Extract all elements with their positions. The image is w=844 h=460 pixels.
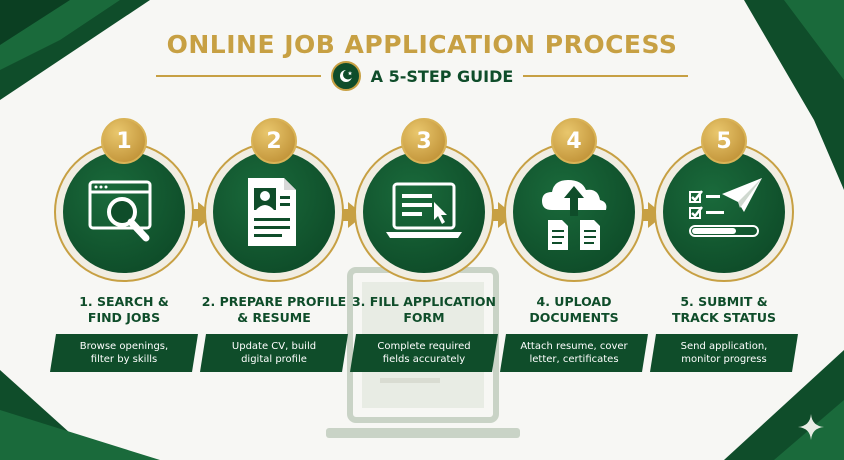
step-number-badge: 3 <box>401 118 447 164</box>
arrow-right-icon <box>334 202 364 228</box>
checklist-send-icon <box>663 151 785 273</box>
step-icon-ring <box>654 142 794 282</box>
step-number-badge: 4 <box>551 118 597 164</box>
resume-document-icon <box>213 151 335 273</box>
step-icon-ring <box>204 142 344 282</box>
step-description: Browse openings,filter by skills <box>50 334 198 372</box>
step-number-badge: 2 <box>251 118 297 164</box>
step-icon-ring <box>354 142 494 282</box>
browser-magnifier-icon <box>63 151 185 273</box>
page-subtitle: A 5-STEP GUIDE <box>370 66 514 86</box>
step-number-badge: 5 <box>701 118 747 164</box>
corner-decoration-top-right <box>744 0 844 190</box>
step-icon-ring <box>54 142 194 282</box>
corner-decoration-bottom-left <box>0 370 160 460</box>
step-2: 2 2. PREPARE PROFILE& RESUME Update CV, … <box>200 118 348 378</box>
arrow-right-icon <box>484 202 514 228</box>
sparkle-icon <box>798 414 824 440</box>
step-1: 1 1. SEARCH &FIND JOBS Browse openings,f… <box>50 118 198 378</box>
step-title: 5. SUBMIT &TRACK STATUS <box>672 294 776 325</box>
step-number-badge: 1 <box>101 118 147 164</box>
step-title: 2. PREPARE PROFILE& RESUME <box>201 294 347 325</box>
step-description: Send application,monitor progress <box>650 334 798 372</box>
step-icon-ring <box>504 142 644 282</box>
subtitle-row: A 5-STEP GUIDE <box>0 61 844 91</box>
step-title: 1. SEARCH &FIND JOBS <box>79 294 169 325</box>
arrow-right-icon <box>634 202 664 228</box>
page-title: ONLINE JOB APPLICATION PROCESS <box>166 30 678 59</box>
subtitle-rule-left <box>155 75 321 77</box>
cloud-upload-icon <box>513 151 635 273</box>
corner-decoration-top-left <box>0 0 150 100</box>
crescent-star-icon <box>330 61 361 91</box>
arrow-right-icon <box>184 202 214 228</box>
laptop-form-icon <box>363 151 485 273</box>
step-5: 5 5. SUBMIT &TRACK STATUS Send applicati… <box>650 118 798 378</box>
subtitle-rule-right <box>523 75 689 77</box>
